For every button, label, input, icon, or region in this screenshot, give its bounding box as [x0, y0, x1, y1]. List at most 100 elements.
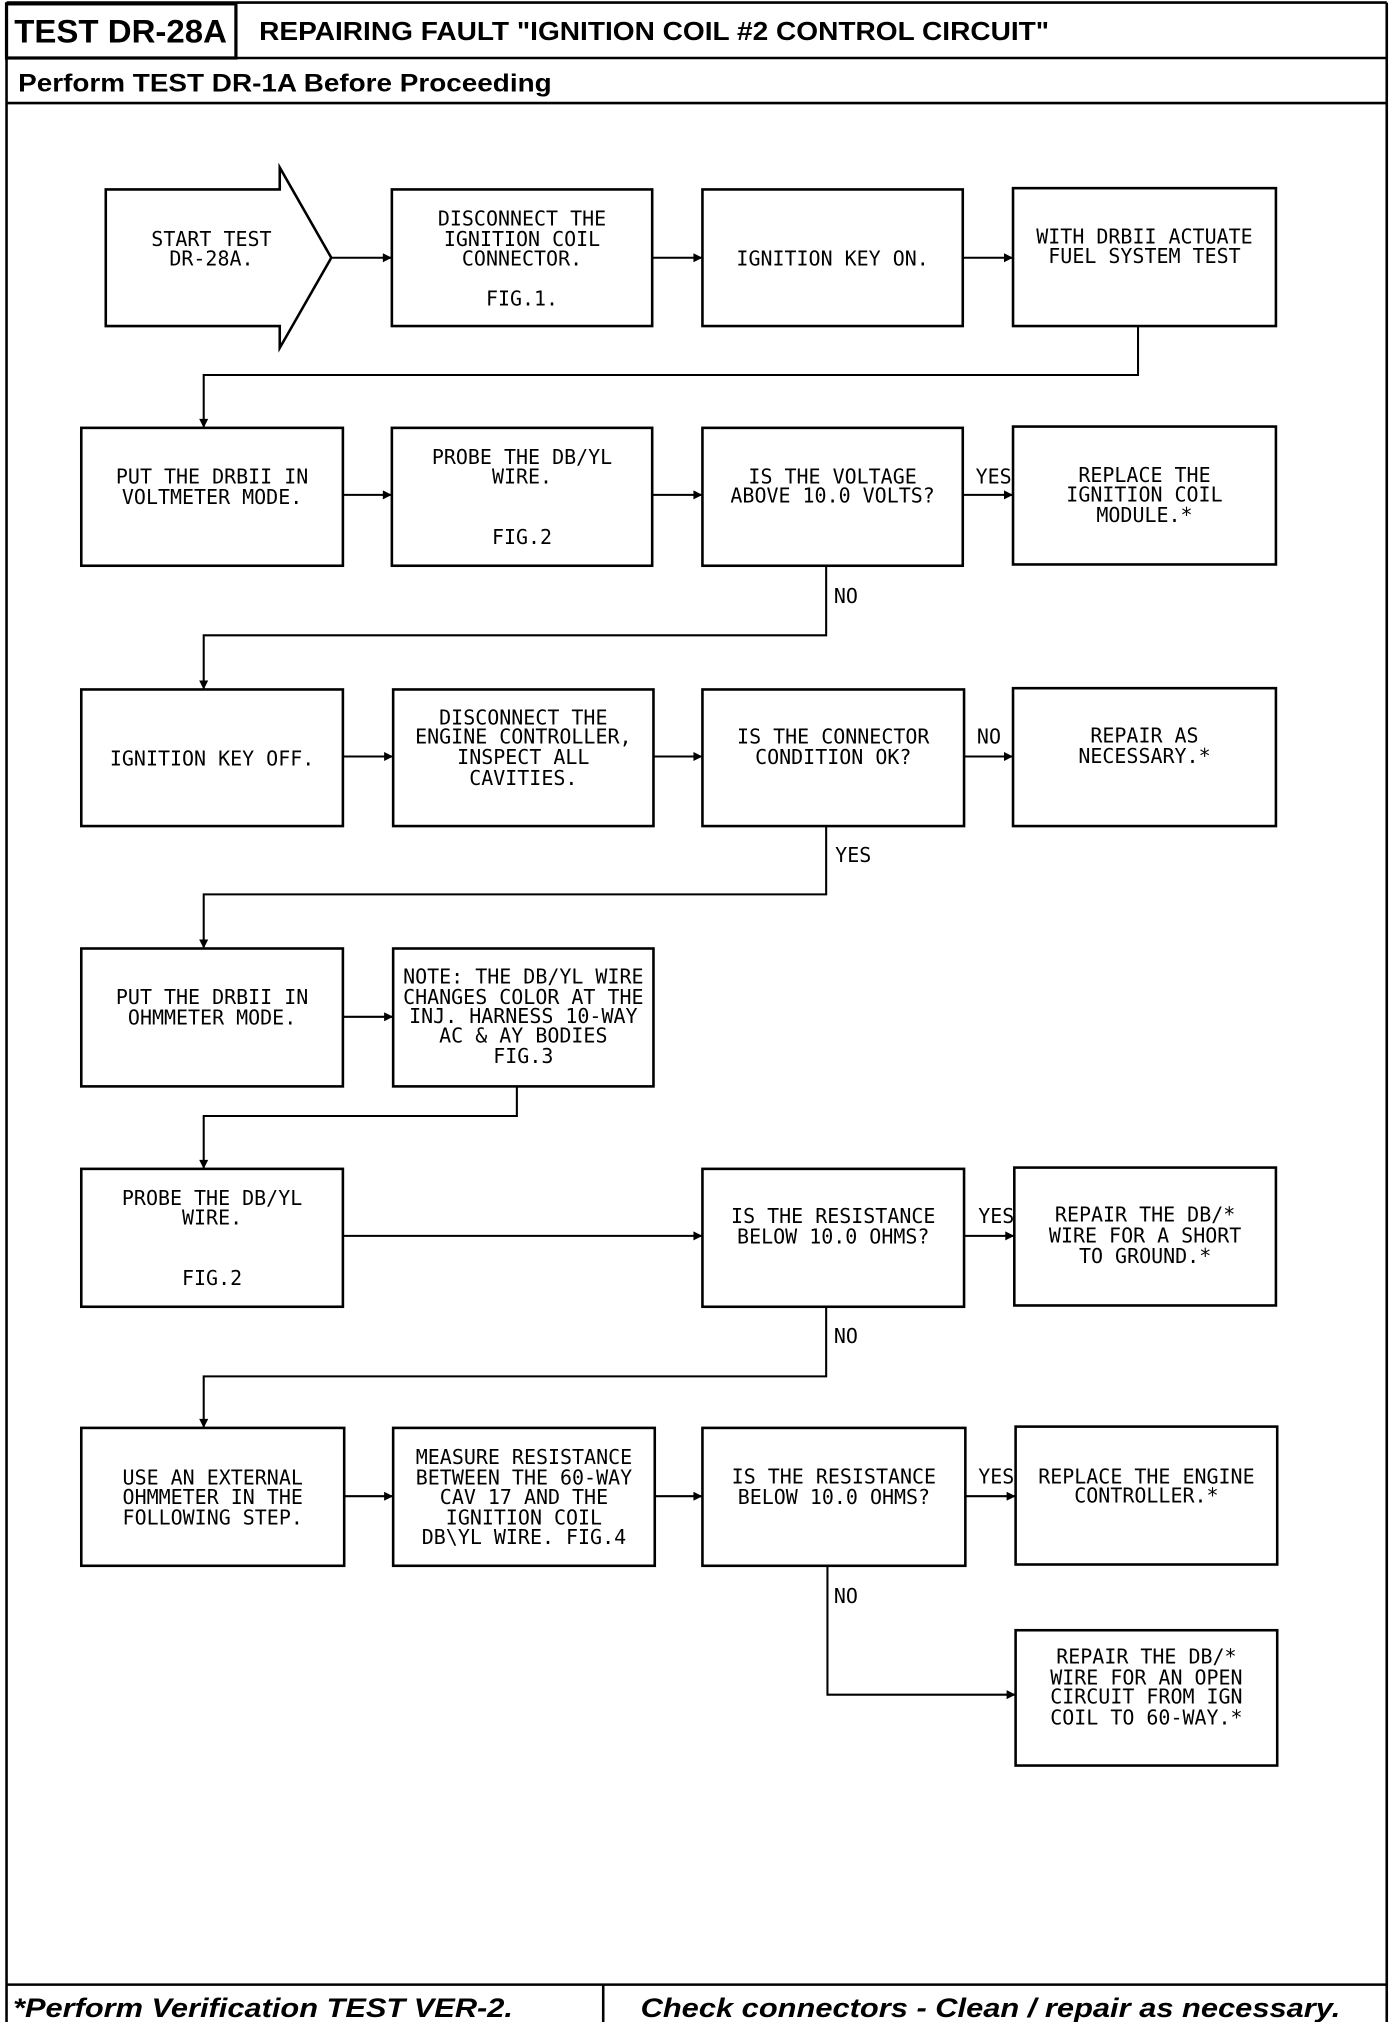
- step-repair-as-necessary: REPAIR AS NECESSARY.*: [1011, 686, 1278, 828]
- step-text-line: OHMMETER MODE.: [128, 1006, 296, 1030]
- decision-connector: IS THE CONNECTOR CONDITION OK?: [701, 688, 966, 828]
- flow-connector: [826, 1565, 1016, 1700]
- step-repair-open: REPAIR THE DB/* WIRE FOR AN OPEN CIRCUIT…: [1014, 1628, 1279, 1767]
- step-text-line: WIRE.: [182, 1205, 242, 1229]
- step-actuate: WITH DRBII ACTUATE FUEL SYSTEM TEST: [1011, 186, 1278, 328]
- step-box: [391, 1426, 657, 1568]
- step-box: [79, 1426, 346, 1568]
- step-text-line: IGNITION COIL: [444, 227, 600, 251]
- step-box: [1011, 186, 1278, 328]
- step-text-line: FUEL SYSTEM TEST: [1048, 244, 1240, 268]
- step-box: [79, 1167, 345, 1309]
- step-text-line: USE AN EXTERNAL: [123, 1466, 303, 1490]
- step-note: NOTE: THE DB/YL WIRE CHANGES COLOR AT TH…: [391, 947, 655, 1088]
- step-box: [79, 947, 345, 1088]
- step-measure-resistance: MEASURE RESISTANCE BETWEEN THE 60-WAY CA…: [391, 1426, 657, 1568]
- decision-resistance-1: IS THE RESISTANCE BELOW 10.0 OHMS?: [701, 1167, 966, 1309]
- step-key-off: IGNITION KEY OFF.: [79, 688, 345, 828]
- step-text-line: IGNITION KEY OFF.: [110, 746, 314, 770]
- step-text-line: MODULE.*: [1096, 503, 1192, 527]
- step-text-line: START TEST: [151, 227, 271, 251]
- step-text-line: CAV 17 AND THE: [440, 1485, 608, 1509]
- step-text-line: IS THE CONNECTOR: [737, 725, 930, 749]
- step-text-line: FIG.2: [182, 1266, 242, 1290]
- step-text-line: NOTE: THE DB/YL WIRE: [403, 964, 643, 988]
- connector-note: Check connectors - Clean / repair as nec…: [641, 1993, 1341, 2022]
- step-box: [391, 688, 655, 828]
- step-text-line: IS THE RESISTANCE: [731, 1204, 935, 1228]
- step-box: [701, 1167, 966, 1309]
- edge-label-no: NO: [977, 725, 1001, 749]
- step-probe-2: PROBE THE DB/YL WIRE. FIG.2: [79, 1167, 345, 1309]
- step-voltmeter: PUT THE DRBII IN VOLTMETER MODE.: [79, 426, 345, 568]
- flow-connector: [199, 326, 1140, 428]
- verification-note: *Perform Verification TEST VER-2.: [13, 1993, 513, 2022]
- step-replace-coil: REPLACE THE IGNITION COIL MODULE.*: [1011, 425, 1278, 566]
- step-box: [1013, 1166, 1278, 1307]
- step-text-line: IS THE VOLTAGE: [748, 464, 916, 488]
- step-box: [1014, 1628, 1279, 1767]
- step-disconnect-coil: DISCONNECT THE IGNITION COIL CONNECTOR. …: [390, 188, 654, 328]
- step-text-line: OHMMETER IN THE: [123, 1485, 303, 1509]
- step-replace-controller: REPLACE THE ENGINE CONTROLLER.*: [1014, 1425, 1279, 1566]
- step-box: [391, 947, 655, 1088]
- step-repair-short: REPAIR THE DB/* WIRE FOR A SHORT TO GROU…: [1013, 1166, 1278, 1307]
- step-text-line: NECESSARY.*: [1078, 744, 1210, 768]
- test-id-box: [4, 2, 238, 60]
- step-text-line: FIG.1.: [486, 286, 558, 310]
- edge-label-no: NO: [834, 584, 858, 608]
- step-text-line: PUT THE DRBII IN: [116, 985, 308, 1009]
- step-text-line: DB\YL WIRE. FIG.4: [422, 1525, 626, 1549]
- step-text-line: PROBE THE DB/YL: [432, 445, 612, 469]
- step-text-line: INJ. HARNESS 10-WAY: [409, 1004, 637, 1028]
- step-text-line: WIRE FOR A SHORT: [1049, 1223, 1241, 1247]
- footer: *Perform Verification TEST VER-2. Check …: [13, 1993, 1340, 2022]
- step-box: [701, 688, 966, 828]
- edge-label-yes: YES: [976, 464, 1012, 488]
- step-text-line: DR-28A.: [169, 246, 253, 270]
- step-text-line: CONTROLLER.*: [1074, 1484, 1218, 1508]
- step-key-on: IGNITION KEY ON.: [701, 188, 965, 328]
- step-text-line: PUT THE DRBII IN: [116, 464, 308, 488]
- step-text-line: PROBE THE DB/YL: [122, 1186, 302, 1210]
- step-text-line: REPLACE THE ENGINE: [1038, 1464, 1254, 1488]
- step-text-line: WITH DRBII ACTUATE: [1036, 225, 1252, 249]
- edge-label-no: NO: [834, 1584, 858, 1608]
- test-id: TEST DR-28A: [14, 13, 227, 50]
- step-text-line: REPLACE THE: [1078, 463, 1210, 487]
- edge-label-no: NO: [834, 1324, 858, 1348]
- step-box: [701, 188, 965, 328]
- step-text-line: TO GROUND.*: [1079, 1244, 1211, 1268]
- step-text-line: INSPECT ALL: [457, 745, 589, 769]
- header: TEST DR-28A REPAIRING FAULT "IGNITION CO…: [4, 2, 1049, 97]
- step-text-line: COIL TO 60-WAY.*: [1050, 1705, 1242, 1729]
- step-box: [390, 426, 654, 568]
- step-text-line: BELOW 10.0 OHMS?: [737, 1225, 929, 1249]
- step-text-line: DISCONNECT THE: [438, 207, 606, 231]
- step-text-line: CAVITIES.: [469, 766, 577, 790]
- edge-label-yes: YES: [978, 1204, 1014, 1228]
- edge-label-yes: YES: [835, 843, 871, 867]
- step-probe-1: PROBE THE DB/YL WIRE. FIG.2: [390, 426, 654, 568]
- step-text-line: IGNITION COIL: [446, 1506, 602, 1530]
- step-box: [1014, 1425, 1279, 1566]
- step-text-line: CONNECTOR.: [462, 246, 582, 270]
- step-text-line: WIRE FOR AN OPEN: [1050, 1665, 1242, 1689]
- step-box: [701, 426, 965, 568]
- flow-connector: [199, 1086, 518, 1169]
- step-start: START TEST DR-28A.: [104, 162, 333, 353]
- step-text-line: FIG.2: [492, 525, 552, 549]
- step-text-line: BELOW 10.0 OHMS?: [738, 1485, 930, 1509]
- step-text-line: CHANGES COLOR AT THE: [403, 985, 643, 1009]
- step-external-ohmmeter: USE AN EXTERNAL OHMMETER IN THE FOLLOWIN…: [79, 1426, 346, 1568]
- step-text-line: WIRE.: [492, 464, 552, 488]
- edge-label-yes: YES: [978, 1464, 1014, 1488]
- step-box: [1011, 686, 1278, 828]
- step-text-line: REPAIR THE DB/*: [1055, 1203, 1235, 1227]
- flow-connector: [199, 826, 828, 949]
- step-text-line: IGNITION COIL: [1066, 482, 1222, 506]
- flow-connector: [199, 565, 828, 690]
- step-box: [79, 426, 345, 568]
